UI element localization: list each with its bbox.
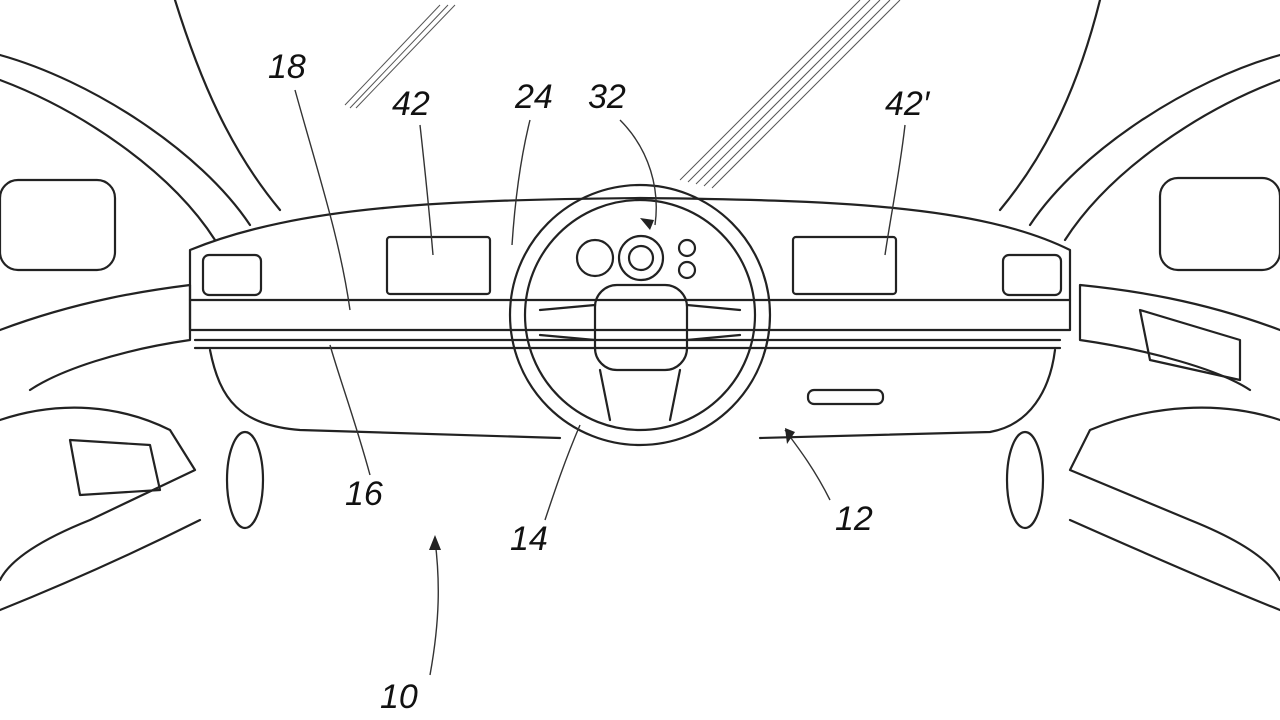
ref-label-14: 14: [510, 520, 548, 558]
leader-32: [619, 119, 657, 226]
leader-10: [429, 539, 439, 676]
ref-label-32: 32: [588, 78, 626, 116]
right-air-vent: [1001, 253, 1063, 297]
leader-24: [511, 119, 531, 246]
leader-18: [294, 89, 351, 311]
right-door-handle: [1138, 308, 1242, 382]
ref-label-42-prime: 42′: [885, 85, 930, 123]
windshield-reflection-right: [679, 0, 901, 189]
ref-label-10: 10: [380, 678, 418, 716]
right-footwell-vent: [1005, 430, 1045, 530]
arrowheads: [429, 218, 795, 550]
ref-label-24: 24: [515, 78, 553, 116]
left-footwell-vent: [225, 430, 265, 530]
right-door-panel: [1068, 283, 1280, 612]
dashboard-top: [188, 196, 1072, 332]
glovebox-handle: [806, 388, 885, 406]
ref-label-42: 42: [392, 85, 430, 123]
display-42-prime: [791, 235, 898, 296]
right-side-mirror: [1158, 176, 1280, 272]
dashboard-lower-12: [208, 348, 1057, 440]
left-side-mirror: [0, 178, 117, 272]
leader-42p: [884, 124, 906, 256]
steering-wheel-14: [508, 183, 772, 447]
left-door-handle: [68, 438, 162, 497]
ref-label-18: 18: [268, 48, 306, 86]
right-a-pillar: [998, 0, 1280, 242]
left-air-vent: [201, 253, 263, 297]
ref-label-16: 16: [345, 475, 383, 513]
left-door-panel: [0, 283, 202, 612]
left-a-pillar: [0, 0, 282, 242]
instrument-cluster-32: [575, 234, 697, 282]
leader-12: [784, 429, 831, 501]
leader-14: [544, 424, 581, 521]
ref-label-12: 12: [835, 500, 873, 538]
windshield-reflection-left: [344, 4, 456, 109]
leader-16: [329, 344, 371, 476]
dashboard-trim-16: [193, 338, 1062, 350]
display-42: [385, 235, 492, 296]
leader-42: [419, 124, 434, 256]
